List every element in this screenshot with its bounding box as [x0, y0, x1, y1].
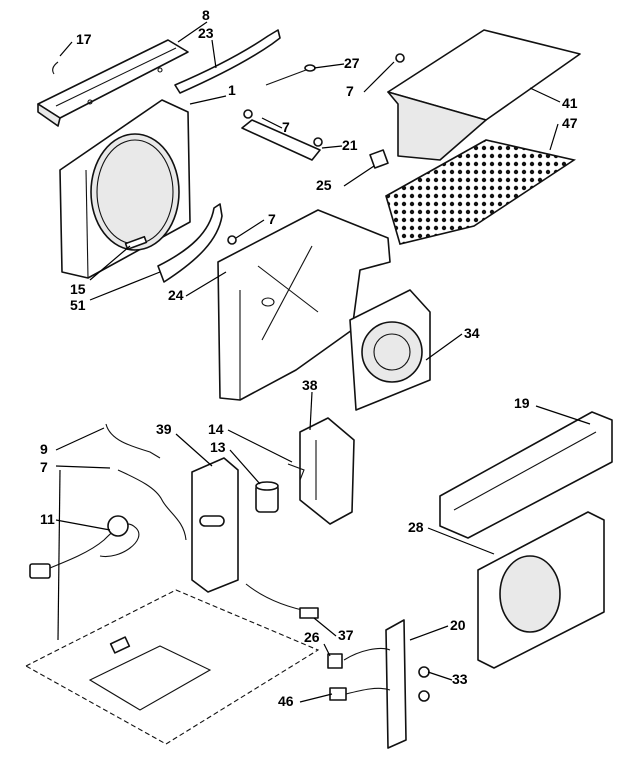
power-cord-part	[29, 515, 140, 579]
callout-13: 13	[210, 439, 226, 455]
side-panel-19-part	[439, 411, 613, 539]
filter-mesh-part	[385, 139, 577, 245]
callout-7c: 7	[268, 211, 276, 227]
callout-7a: 7	[346, 83, 354, 99]
partition-part	[217, 209, 391, 401]
capacitor-part	[255, 463, 305, 513]
callout-51: 51	[70, 297, 86, 313]
callout-39: 39	[156, 421, 172, 437]
screw-7c-part	[227, 235, 237, 245]
orifice-plate-part	[124, 203, 223, 283]
front-shroud-part	[59, 99, 191, 279]
callout-11: 11	[40, 511, 55, 527]
callout-14: 14	[208, 421, 224, 437]
base-pan-part	[24, 589, 320, 745]
top-cover-part	[387, 29, 581, 161]
callout-41: 41	[562, 95, 578, 111]
gasket-part	[369, 149, 389, 169]
callout-25: 25	[316, 177, 332, 193]
callout-34: 34	[464, 325, 480, 341]
callout-38: 38	[302, 377, 318, 393]
callout-24: 24	[168, 287, 184, 303]
callout-46: 46	[278, 693, 294, 709]
callout-15: 15	[70, 281, 86, 297]
callout-37: 37	[338, 627, 354, 643]
bracket-20-part	[385, 619, 430, 749]
wire-harness-part	[105, 423, 187, 541]
control-panel-part	[191, 457, 239, 593]
bracket-38-part	[299, 417, 355, 525]
wire-connector-part	[245, 583, 319, 619]
top-rail-part	[37, 39, 189, 127]
screw-27-part	[265, 64, 316, 86]
blower-housing-part	[349, 289, 431, 411]
callout-19: 19	[514, 395, 530, 411]
seal-strip-part	[174, 29, 281, 94]
callout-23: 23	[198, 25, 214, 41]
callout-1: 1	[228, 82, 236, 98]
callout-26: 26	[304, 629, 320, 645]
bracket-21-part	[241, 109, 323, 161]
callout-17: 17	[76, 31, 92, 47]
clip-part	[52, 61, 59, 75]
callout-21: 21	[342, 137, 358, 153]
switch-parts	[327, 647, 391, 701]
callout-9: 9	[40, 441, 48, 457]
leader-lines	[55, 21, 591, 703]
callout-27: 27	[344, 55, 360, 71]
rear-panel-part	[477, 511, 605, 669]
callout-28: 28	[408, 519, 424, 535]
callout-20: 20	[450, 617, 466, 633]
callout-8: 8	[202, 7, 210, 23]
callout-7b: 7	[282, 119, 290, 135]
callout-7d: 7	[40, 459, 48, 475]
callout-47: 47	[562, 115, 578, 131]
callout-33: 33	[452, 671, 468, 687]
